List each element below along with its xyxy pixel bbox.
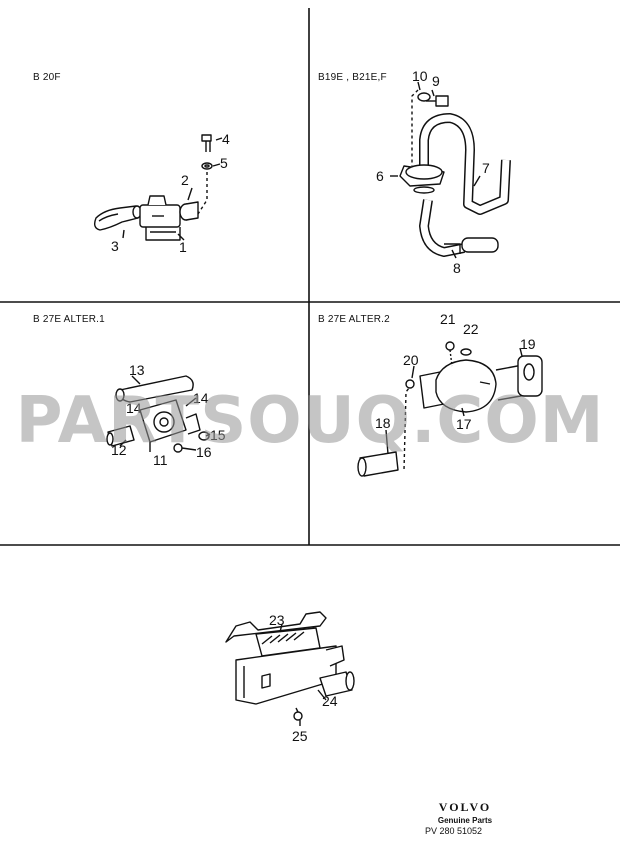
callout-3: 3: [111, 238, 119, 254]
callout-20: 20: [403, 352, 419, 368]
valve-assembly-b19e-b21e: [390, 81, 511, 259]
callout-13: 13: [129, 362, 145, 378]
bracket-assembly: [225, 611, 355, 726]
callout-2: 2: [181, 172, 189, 188]
callout-12: 12: [111, 442, 127, 458]
panel-label-b19e-b21e: B19E , B21E,F: [318, 72, 387, 83]
callout-14-right: 14: [193, 390, 209, 406]
callout-25: 25: [292, 728, 308, 744]
brand-logo-text: VOLVO: [438, 800, 492, 814]
callout-17: 17: [456, 416, 472, 432]
genuine-parts-text: Genuine Parts: [437, 816, 493, 825]
panel-label-b20f: B 20F: [33, 72, 61, 83]
callout-6: 6: [376, 168, 384, 184]
callout-8: 8: [453, 260, 461, 276]
callout-11: 11: [153, 452, 168, 468]
callout-24: 24: [322, 693, 338, 709]
footer-brand-block: VOLVO Genuine Parts PV 280 51052: [425, 800, 505, 836]
callout-7: 7: [482, 160, 490, 176]
part-reference: PV 280 51052: [425, 826, 483, 836]
callout-18: 18: [375, 415, 391, 431]
callout-4: 4: [222, 131, 230, 147]
callout-5: 5: [220, 155, 228, 171]
valve-assembly-b27e-alter2: [357, 341, 543, 477]
callout-19: 19: [520, 336, 536, 352]
valve-assembly-b20f: [93, 134, 223, 241]
callout-16: 16: [196, 444, 212, 460]
callout-23: 23: [269, 612, 285, 628]
panel-dividers: [0, 8, 620, 546]
callout-21: 21: [440, 311, 456, 327]
callout-15: 15: [210, 427, 226, 443]
callout-10: 10: [412, 68, 428, 84]
valve-assembly-b27e-alter1: [106, 375, 211, 453]
callout-22: 22: [463, 321, 479, 337]
callout-14-left: 14: [126, 400, 142, 416]
callout-9: 9: [432, 73, 440, 89]
panel-label-b27e-alter2: B 27E ALTER.2: [318, 314, 390, 325]
panel-label-b27e-alter1: B 27E ALTER.1: [33, 314, 105, 325]
callout-1: 1: [179, 239, 187, 255]
